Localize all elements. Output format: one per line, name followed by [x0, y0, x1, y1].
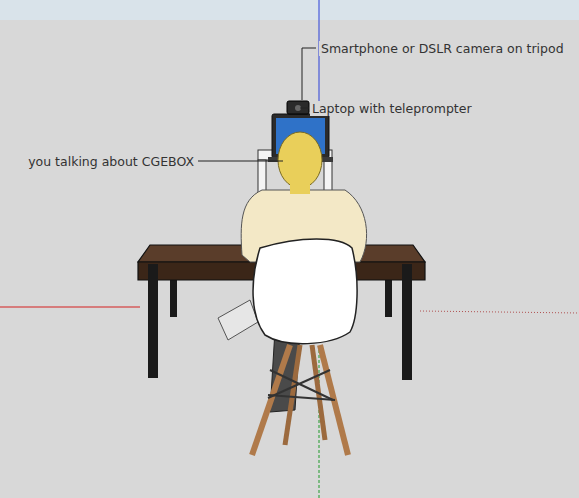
chair-shell — [253, 239, 357, 344]
sky-band — [0, 0, 579, 20]
person-head — [278, 132, 322, 188]
green-axis — [319, 350, 320, 498]
callout-label: Laptop with teleprompter — [310, 101, 474, 116]
callout-label: you talking about CGEBOX — [26, 154, 196, 169]
camera — [287, 101, 309, 114]
chair-leg — [285, 345, 300, 445]
table-leg — [148, 264, 158, 378]
chair-wire — [268, 370, 330, 398]
person-foot — [218, 300, 258, 340]
table-leg — [402, 264, 412, 380]
leader-line — [198, 161, 283, 162]
leader-line — [302, 48, 316, 100]
person-neck — [290, 184, 310, 194]
callout-label: Smartphone or DSLR camera on tripod — [319, 41, 566, 56]
leader-line — [300, 108, 309, 109]
red-axis — [0, 307, 140, 308]
red-axis-dotted — [420, 311, 579, 313]
chair-wire — [270, 370, 333, 400]
